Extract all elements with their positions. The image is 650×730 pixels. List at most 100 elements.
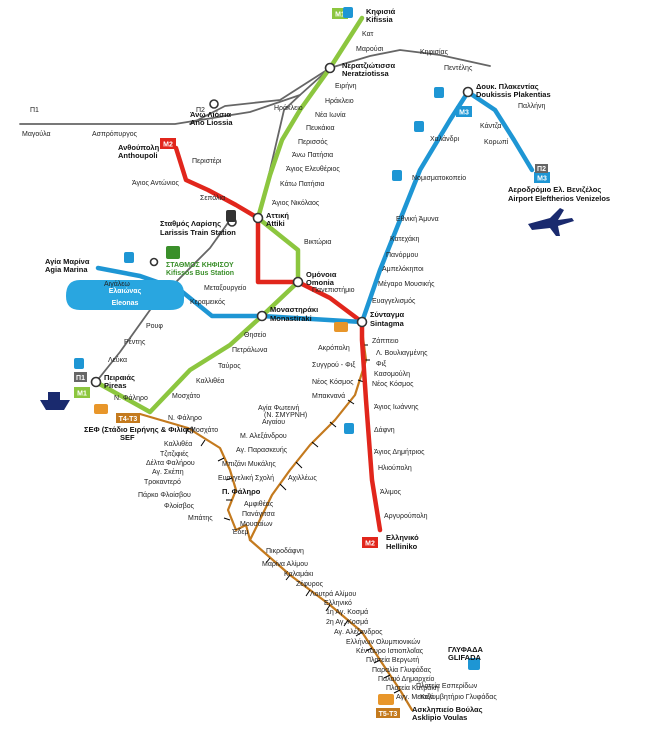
svg-text:Καλυμβητήριο Γλυφάδας: Καλυμβητήριο Γλυφάδας	[420, 693, 497, 701]
label-ag-dimitrios: Άγιος Δημήτριος	[374, 449, 425, 456]
svg-text:Μουσαίων: Μουσαίων	[240, 520, 273, 528]
svg-text:Μπιζάνι Μυκάλης: Μπιζάνι Μυκάλης	[222, 460, 276, 468]
station-kifisos[interactable]	[149, 257, 159, 267]
label-kato-patisia: Κάτω Πατήσια	[280, 180, 324, 188]
label-n-faliro: Ν. Φάληρο	[114, 394, 148, 402]
label-sef-gr: ΣΕΦ (Στάδιο Ειρήνης & Φιλίας)	[84, 425, 194, 434]
svg-text:Πλατεία Βεργωτή: Πλατεία Βεργωτή	[366, 656, 419, 664]
svg-text:Τζιτζιφιές: Τζιτζιφιές	[160, 450, 189, 458]
svg-text:Ζάππειο: Ζάππειο	[372, 337, 399, 345]
eleonas-bubble[interactable]: Ελαιώνας Eleonas	[66, 280, 184, 310]
label-pireas-gr: Πειραιάς	[104, 373, 135, 382]
svg-text:M1: M1	[77, 391, 87, 398]
label-kerameikos: Κεραμεικός	[190, 298, 226, 306]
station-ano-liosia[interactable]	[209, 99, 219, 109]
suburban-east-line	[329, 49, 491, 69]
svg-text:Καλαμάκι: Καλαμάκι	[284, 570, 314, 578]
svg-text:Μοσχάτο: Μοσχάτο	[190, 426, 218, 434]
label-neratziotissa-en: Neratziotissa	[342, 69, 390, 78]
svg-text:Μπακνανά: Μπακνανά	[312, 392, 345, 400]
station-monastiraki[interactable]	[256, 310, 268, 322]
svg-text:Παλαιό Δημαρχείο: Παλαιό Δημαρχείο	[378, 675, 435, 683]
svg-text:Μαρίνα Αλίμου: Μαρίνα Αλίμου	[262, 560, 308, 568]
label-anthoupoli-en: Anthoupoli	[118, 151, 158, 160]
label-agia-marina-gr: Αγία Μαρίνα	[45, 257, 90, 266]
label-p-faliro: Π. Φάληρο	[222, 487, 261, 496]
label-airport-en: Airport Eleftherios Venizelos	[508, 194, 610, 203]
label-glyfada-gr: ΓΛΥΦΑΔΑ	[448, 645, 483, 654]
label-larissis-en: Larissis Train Station	[160, 228, 236, 237]
label-asklipieio-gr: Ασκληπιείο Βούλας	[412, 705, 483, 714]
label-syntagma-en: Sintagma	[370, 319, 405, 328]
tram-ticks	[185, 344, 401, 694]
svg-text:Έδεμ: Έδεμ	[231, 529, 249, 536]
svg-text:Τροκαντερό: Τροκαντερό	[144, 478, 181, 486]
svg-text:M3: M3	[459, 110, 469, 117]
label-omonia-en: Omonia	[306, 278, 335, 287]
svg-text:Παραλία Γλυφάδας: Παραλία Γλυφάδας	[372, 666, 432, 674]
label-irakleio: Ηράκλειο	[325, 97, 354, 105]
label-nomismatokopeio: Νομισματοκοπείο	[412, 174, 466, 182]
label-dafni: Δάφνη	[374, 426, 395, 434]
label-ag-eleftherios: Άγιος Ελευθέριος	[286, 165, 340, 173]
m1-badge-top: M1	[332, 8, 348, 19]
m1-badge-pireas: M1	[74, 387, 90, 398]
svg-text:Νέος Κόσμος: Νέος Κόσμος	[372, 380, 414, 388]
label-asklipieio-en: Asklipio Voulas	[412, 713, 467, 722]
label-kifisias: Κηφισίας	[420, 48, 449, 56]
svg-text:Κασομούλη: Κασομούλη	[374, 370, 410, 378]
label-peristeri: Περιστέρι	[192, 157, 222, 165]
svg-text:M3: M3	[537, 176, 547, 183]
label-metaxourgeio: Μεταξουργείο	[204, 284, 246, 292]
label-attiki-en: Attiki	[266, 219, 285, 228]
label-perissos: Περισσός	[298, 138, 328, 146]
label-ethniki-amyna: Εθνική Άμυνα	[396, 216, 439, 223]
svg-text:Αγ. Σκέπη: Αγ. Σκέπη	[152, 468, 184, 476]
svg-text:Ν. Φάληρο: Ν. Φάληρο	[168, 414, 202, 422]
svg-text:Καλλιθέα: Καλλιθέα	[164, 440, 192, 448]
label-ano-patisia: Άνω Πατήσια	[292, 152, 333, 159]
tram-badge-t5t3: T5-T3	[376, 708, 400, 718]
m3-line	[95, 89, 535, 325]
svg-text:Λ. Βουλιαγμένης: Λ. Βουλιαγμένης	[376, 349, 428, 357]
label-aspropyrgos: Ασπρόπυργος	[92, 130, 138, 138]
station-omonia[interactable]	[292, 276, 304, 288]
suburban-west-line	[19, 67, 331, 125]
svg-text:Πάρκο Φλοίσβου: Πάρκο Φλοίσβου	[138, 491, 191, 499]
p2-badge-airport: Π2	[535, 164, 548, 173]
station-syntagma[interactable]	[356, 316, 368, 328]
label-pireas-en: Pireas	[104, 381, 127, 390]
label-anthoupoli-gr: Ανθούπολη	[118, 143, 160, 152]
label-larissis-gr: Σταθμός Λαρίσης	[160, 219, 221, 228]
tram-icon	[94, 322, 394, 705]
label-petralona: Πετράλωνα	[232, 346, 267, 354]
label-katehaki: Κατεχάκη	[390, 235, 420, 243]
station-attiki[interactable]	[252, 212, 264, 224]
label-megaro: Μέγαρο Μουσικής	[378, 280, 435, 288]
svg-text:Αιγαίου: Αιγαίου	[262, 418, 285, 426]
svg-text:Πλατεία Κατράκη: Πλατεία Κατράκη	[386, 684, 439, 692]
svg-text:Ελαιώνας: Ελαιώνας	[109, 287, 142, 295]
tram-t4t3-line	[138, 412, 252, 542]
label-pefkakia: Πευκάκια	[306, 124, 335, 132]
label-akropoli: Ακρόπολη	[318, 344, 350, 352]
svg-text:Π2: Π2	[537, 166, 546, 173]
m2-badge-elliniko: M2	[362, 537, 378, 548]
p1-badge-pireas: Π1	[74, 372, 87, 382]
label-ilioupoli: Ηλιούπολη	[378, 464, 412, 472]
svg-text:Πικροδάφνη: Πικροδάφνη	[266, 547, 304, 555]
label-nea-ionia: Νέα Ιωνία	[315, 111, 346, 119]
label-rouf: Ρουφ	[146, 323, 163, 330]
station-neratziotissa[interactable]	[324, 62, 336, 74]
label-monastiraki-en: Monastiraki	[270, 314, 312, 323]
label-moschato: Μοσχάτο	[172, 392, 200, 400]
svg-text:1η Αγ. Κοσμά: 1η Αγ. Κοσμά	[326, 608, 368, 616]
svg-text:Φιξ: Φιξ	[376, 361, 386, 368]
svg-text:Αμφιθέας: Αμφιθέας	[244, 500, 274, 508]
label-kantza: Κάντζα	[480, 122, 501, 130]
label-thiseio: Θησείο	[244, 331, 266, 339]
station-doukissis[interactable]	[462, 86, 474, 98]
label-ag-antonios: Άγιος Αντώνιος	[132, 179, 180, 187]
station-pireas[interactable]	[90, 376, 102, 388]
tram-stop-labels: Ζάππειο Λ. Βουλιαγμένης Φιξ Κασομούλη Νέ…	[138, 337, 497, 701]
